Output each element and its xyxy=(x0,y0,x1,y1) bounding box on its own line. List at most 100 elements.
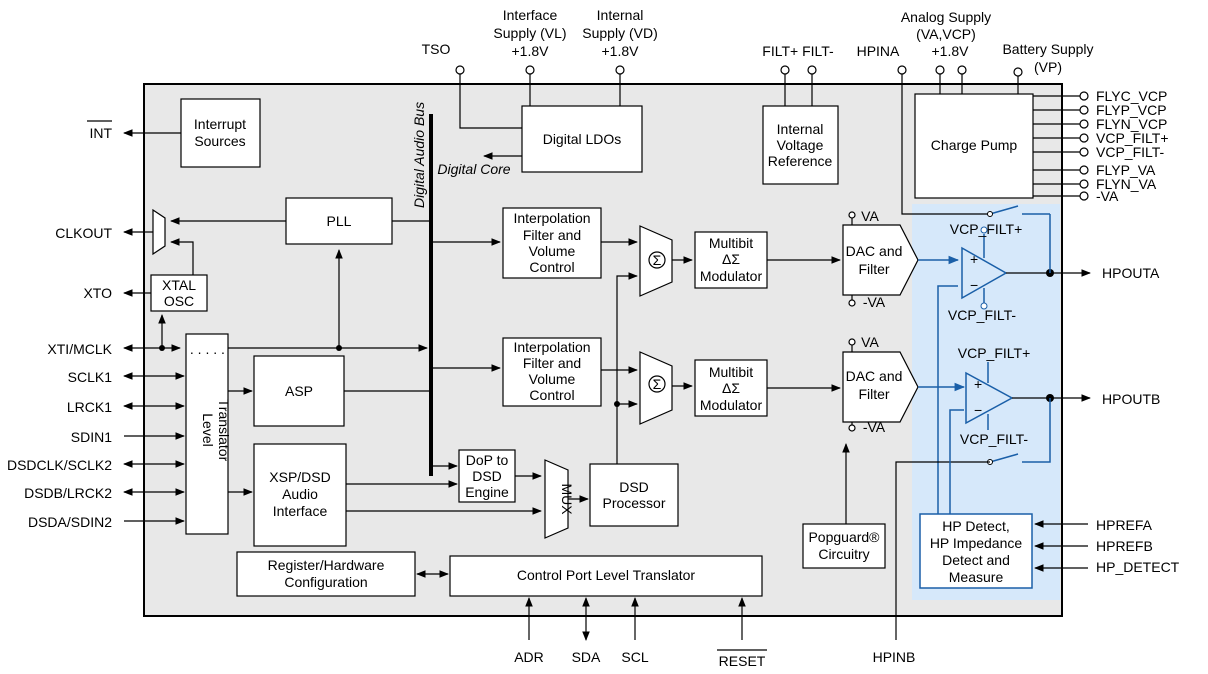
svg-text:. . . . .: . . . . . xyxy=(186,341,225,357)
reg-hw-text-2: Configuration xyxy=(284,574,367,590)
vp-label-1: Battery Supply xyxy=(1002,41,1093,57)
reg-hw-text-1: Register/Hardware xyxy=(268,557,385,573)
pin-clkout: CLKOUT xyxy=(55,225,112,241)
xtal-osc-block xyxy=(150,274,208,312)
dac-a-text-2: Filter xyxy=(858,261,889,277)
pin-hp-detect: HP_DETECT xyxy=(1096,559,1180,575)
vl-label-1: Interface xyxy=(503,7,558,23)
digital-audio-bus xyxy=(429,114,433,476)
dop-text-1: DoP to xyxy=(466,452,509,468)
digital-ldos-text: Digital LDOs xyxy=(543,131,622,147)
level-translator-block xyxy=(185,333,229,535)
pin-flyc-vcp: FLYC_VCP xyxy=(1096,88,1167,104)
amp-b xyxy=(965,371,1014,425)
pin-dsdclk-sclk2: DSDCLK/SCLK2 xyxy=(7,457,112,473)
amp-a-plus: + xyxy=(970,251,978,267)
va-label-1: Analog Supply xyxy=(901,9,991,25)
xtal-text-2: OSC xyxy=(164,293,194,309)
dsd-processor-block xyxy=(589,463,679,527)
supply-pins: TSO Interface Supply (VL) +1.8V Internal… xyxy=(422,7,1094,77)
va-label-3: +1.8V xyxy=(932,43,970,59)
hpouta-label: HPOUTA xyxy=(1102,265,1160,281)
interrupt-text-2: Sources xyxy=(194,133,245,149)
popguard-text-2: Circuitry xyxy=(818,546,869,562)
pin-xti-mclk: XTI/MCLK xyxy=(47,341,112,357)
vl-label-2: Supply (VL) xyxy=(493,25,566,41)
serial-pins: SCLK1 LRCK1 SDIN1 DSDCLK/SCLK2 DSDB/LRCK… xyxy=(7,369,185,530)
mod-b-text-2: ΔΣ xyxy=(722,380,740,396)
interp-b-block xyxy=(502,337,602,407)
modulator-a-block xyxy=(694,231,768,289)
mod-a-text-3: Modulator xyxy=(700,268,763,284)
xsp-text-3: Interface xyxy=(273,503,328,519)
asp-text: ASP xyxy=(285,383,313,399)
popguard-block xyxy=(802,523,886,569)
amp-a-vcp-plus: VCP_FILT+ xyxy=(950,221,1023,237)
pin-adr: ADR xyxy=(514,649,544,665)
filt-label: FILT+ FILT- xyxy=(762,43,834,59)
pin-sclk1: SCLK1 xyxy=(68,369,113,385)
pin-flyp-vcp: FLYP_VCP xyxy=(1096,102,1167,118)
control-port-text: Control Port Level Translator xyxy=(517,567,696,583)
register-hw-block xyxy=(236,551,416,597)
pin-hprefa: HPREFA xyxy=(1096,517,1153,533)
hpoutb-label: HPOUTB xyxy=(1102,391,1160,407)
vd-label-2: Supply (VD) xyxy=(582,25,657,41)
amp-b-minus: − xyxy=(974,402,982,418)
interp-b-text-3: Volume xyxy=(529,371,576,387)
dop-text-2: DSD xyxy=(472,468,502,484)
pin-scl: SCL xyxy=(621,649,648,665)
pin-xto: XTO xyxy=(83,285,112,301)
clkout-mux xyxy=(152,208,166,256)
charge-pump-text: Charge Pump xyxy=(931,137,1018,153)
dac-a-text-1: DAC and xyxy=(846,243,903,259)
pin-flyn-va: FLYN_VA xyxy=(1096,176,1157,192)
amp-b-vcp-plus: VCP_FILT+ xyxy=(958,345,1031,361)
pin-sda: SDA xyxy=(572,649,601,665)
asp-block xyxy=(253,355,345,427)
xsp-text-1: XSP/DSD xyxy=(269,469,330,485)
charge-pump-pins: FLYC_VCP FLYP_VCP FLYN_VCP VCP_FILT+ VCP… xyxy=(1033,88,1169,204)
pin-hpinb: HPINB xyxy=(873,649,916,665)
mod-a-text-1: Multibit xyxy=(709,235,753,251)
mux-block xyxy=(544,459,569,539)
dac-a-block xyxy=(842,224,919,296)
pin-flyp-va: FLYP_VA xyxy=(1096,162,1156,178)
dac-b-text-1: DAC and xyxy=(846,368,903,384)
pll-text: PLL xyxy=(327,213,352,229)
vd-label-3: +1.8V xyxy=(602,43,640,59)
vref-text-3: Reference xyxy=(768,153,833,169)
sigma-a: Σ xyxy=(653,252,662,268)
hp-detect-text-4: Measure xyxy=(949,569,1004,585)
hp-detect-text-1: HP Detect, xyxy=(942,518,1009,534)
modulator-b-block xyxy=(694,359,768,417)
xtal-text-1: XTAL xyxy=(162,277,196,293)
vref-text-1: Internal xyxy=(777,121,824,137)
digital-ldos-block xyxy=(521,105,643,173)
digital-core-label: Digital Core xyxy=(437,161,510,177)
interp-b-text-2: Filter and xyxy=(523,355,581,371)
amp-b-vcp-minus: VCP_FILT- xyxy=(960,431,1029,447)
dac-a-neg-va: -VA xyxy=(863,294,886,310)
amp-a-vcp-minus: VCP_FILT- xyxy=(948,307,1017,323)
hpina-label: HPINA xyxy=(857,43,900,59)
amp-b-plus: + xyxy=(974,376,982,392)
pin-lrck1: LRCK1 xyxy=(67,399,112,415)
interp-a-block xyxy=(502,207,602,279)
popguard-text-1: Popguard® xyxy=(808,529,880,545)
hp-detect-text-2: HP Impedance xyxy=(930,535,1023,551)
pin-neg-va: -VA xyxy=(1096,188,1119,204)
mod-b-text-1: Multibit xyxy=(709,364,753,380)
xsp-text-2: Audio xyxy=(282,486,318,502)
va-label-2: (VA,VCP) xyxy=(916,26,976,42)
sigma-b: Σ xyxy=(653,376,662,392)
pin-hprefb: HPREFB xyxy=(1096,538,1153,554)
pin-reset: RESET xyxy=(719,653,766,669)
vref-block xyxy=(762,105,839,185)
control-port-block xyxy=(449,555,763,597)
dsd-proc-text-2: Processor xyxy=(602,495,665,511)
mod-b-text-3: Modulator xyxy=(700,397,763,413)
interrupt-block xyxy=(180,98,261,168)
dac-b-va: VA xyxy=(861,334,879,350)
